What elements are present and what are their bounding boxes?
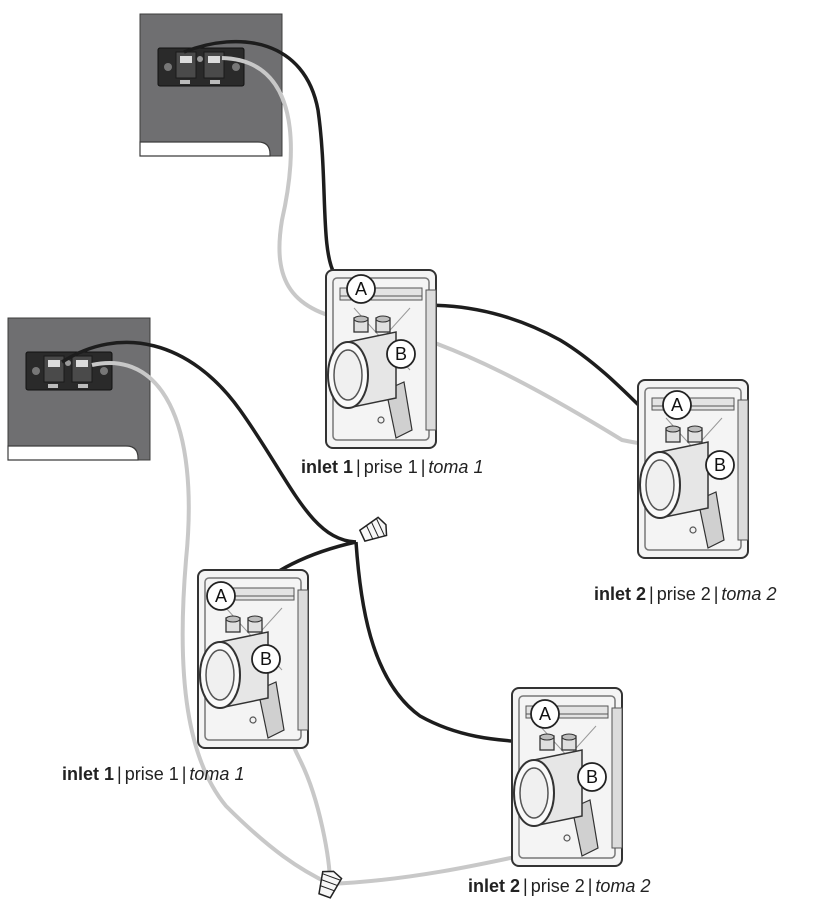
caption-plain: prise 2 bbox=[530, 876, 585, 896]
caption-bold: inlet 1 bbox=[301, 457, 354, 477]
caption-bold: inlet 2 bbox=[594, 584, 647, 604]
terminal-a-label-top1: A bbox=[346, 274, 376, 304]
svg-text:A: A bbox=[539, 704, 551, 724]
caption-top-inlet-1: inlet 1|prise 1|toma 1 bbox=[301, 457, 484, 477]
caption-italic: toma 1 bbox=[428, 457, 484, 477]
terminal-a-label-top2: A bbox=[662, 390, 692, 420]
terminal-panel-bottom bbox=[7, 317, 151, 461]
terminal-a-label-bottom2: A bbox=[530, 699, 560, 729]
caption-bottom-inlet-2: inlet 2|prise 2|toma 2 bbox=[468, 876, 651, 896]
caption-plain: prise 1 bbox=[124, 764, 179, 784]
svg-text:B: B bbox=[714, 455, 726, 475]
wire-nut-connector-icon bbox=[318, 870, 343, 899]
svg-text:A: A bbox=[215, 586, 227, 606]
terminal-b-label-top1: B bbox=[386, 339, 416, 369]
wire-nut-connector-icon bbox=[358, 516, 388, 543]
caption-plain: prise 1 bbox=[363, 457, 418, 477]
caption-bottom-inlet-1: inlet 1|prise 1|toma 1 bbox=[62, 764, 245, 784]
svg-text:A: A bbox=[671, 395, 683, 415]
svg-text:B: B bbox=[586, 767, 598, 787]
caption-italic: toma 2 bbox=[721, 584, 777, 604]
caption-top-inlet-2: inlet 2|prise 2|toma 2 bbox=[594, 584, 777, 604]
wire-dark-bottom-run bbox=[61, 340, 357, 544]
caption-bold: inlet 1 bbox=[62, 764, 115, 784]
caption-italic: toma 2 bbox=[595, 876, 651, 896]
wire-light-bottom-run bbox=[91, 361, 567, 887]
caption-plain: prise 2 bbox=[656, 584, 711, 604]
caption-italic: toma 1 bbox=[189, 764, 245, 784]
svg-text:B: B bbox=[260, 649, 272, 669]
svg-text:B: B bbox=[395, 344, 407, 364]
terminal-b-label-top2: B bbox=[705, 450, 735, 480]
svg-text:A: A bbox=[355, 279, 367, 299]
terminal-b-label-bottom1: B bbox=[251, 644, 281, 674]
top-inlet-1 bbox=[325, 269, 437, 449]
caption-bold: inlet 2 bbox=[468, 876, 521, 896]
wire-light-top-run bbox=[221, 56, 685, 448]
terminal-panel-top bbox=[139, 13, 283, 157]
terminal-b-label-bottom2: B bbox=[577, 762, 607, 792]
terminal-a-label-bottom1: A bbox=[206, 581, 236, 611]
